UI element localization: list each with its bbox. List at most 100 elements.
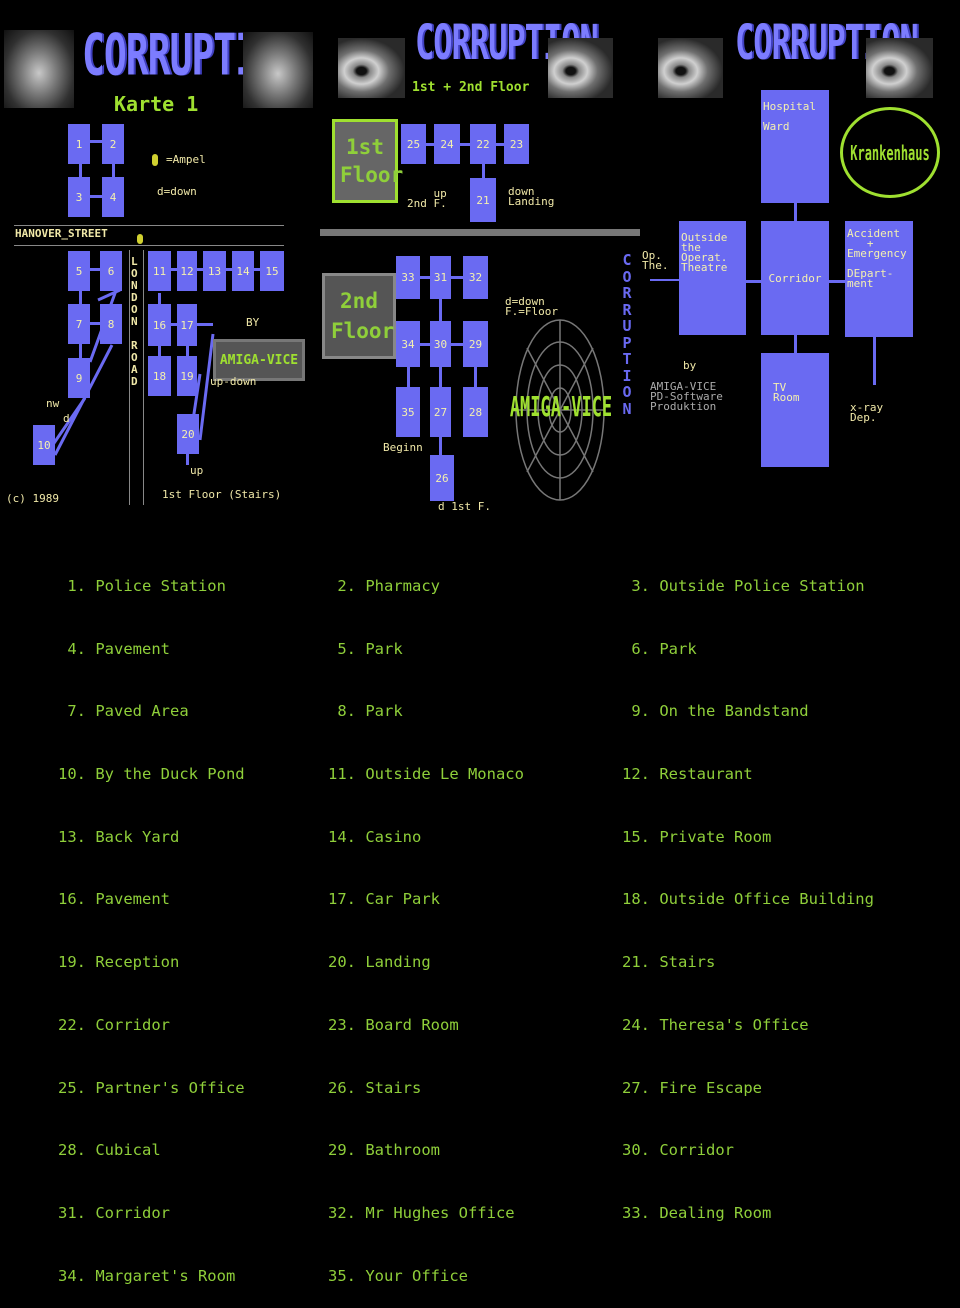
floor-divider [320,229,640,236]
legend-item: 13. Back Yard [58,827,180,846]
connector [829,280,845,283]
legend-item: 31. Corridor [58,1204,170,1222]
room-3: 3 [68,177,90,217]
legend-item: 18. Outside Office Building [622,890,874,909]
connector [186,453,189,465]
legend-item: 5. Park [328,639,403,658]
vertical-title: CORRUPTION [622,251,632,418]
op-theatre-label: Op. The. [642,249,669,272]
legend-item: 23. Board Room [328,1015,459,1034]
xray-label: x-ray Dep. [850,401,884,424]
floor1-badge: 1st Floor [332,119,403,203]
outside-operating-theatre: Outside the Operat. Theatre [679,221,746,335]
krankenhaus-sign: Krankenhaus [840,107,940,198]
hospital-ward: Hospital Ward [761,90,829,203]
legend-item: 28. Cubical [58,1141,161,1160]
connector [226,268,232,271]
legend-item: 21. Stairs [622,953,716,972]
room-33: 33 [396,256,420,299]
legend-item: 2. Pharmacy [328,576,440,595]
room-27: 27 [430,387,451,437]
room-12: 12 [177,251,197,291]
connector [794,203,797,221]
down-landing-label: down Landing [508,185,555,208]
connector [197,268,203,271]
by-label: BY [246,316,260,329]
legend-item: 24. Theresa's Office [622,1015,809,1034]
portrait-left [4,30,74,108]
connector [650,279,679,281]
connector [186,345,189,357]
room-23: 23 [504,124,529,164]
room-14: 14 [232,251,254,291]
room-19: 19 [177,356,197,396]
target-graphic [515,319,605,501]
room-9: 9 [68,358,90,398]
connector [873,337,876,385]
room-26: 26 [430,455,454,501]
portrait-right [243,32,313,108]
legend-item: 33. Dealing Room [622,1204,772,1222]
legend-item: 15. Private Room [622,827,772,846]
connector [746,280,761,283]
road-line-right [143,250,144,505]
room-32: 32 [463,256,488,299]
eye-right-icon [548,38,613,98]
credits-label: AMIGA-VICE PD-Software Produktion [650,380,723,413]
legend-item: 3. Outside Police Station [622,576,865,595]
room-4: 4 [102,177,124,217]
connector [90,322,100,325]
legend-col3: 3. Outside Police Station 6. Park 9. On … [622,534,874,1245]
room-13: 13 [203,251,226,291]
floor-legend: d=down F.=Floor [505,295,558,318]
room-7: 7 [68,304,90,344]
connector [197,323,213,326]
nw-label: nw [46,397,60,410]
legend-item: 1. Police Station [58,576,226,595]
legend-item: 9. On the Bandstand [622,702,809,721]
connector [90,140,104,143]
floor2-badge: 2nd Floor [322,273,396,359]
connector [439,299,442,321]
connector [474,367,477,387]
room-15: 15 [260,251,284,291]
connector [90,268,100,271]
legend-item: 27. Fire Escape [622,1078,762,1097]
room-29: 29 [463,321,488,367]
hospital-corridor: Corridor [761,221,829,335]
map2-subtitle: 1st + 2nd Floor [412,80,530,95]
room-28: 28 [463,387,488,437]
beginn-label: Beginn [383,441,423,454]
legend-item: 6. Park [622,639,697,658]
d-label: d [63,412,70,425]
legend-item: 30. Corridor [622,1141,734,1160]
room-34: 34 [396,321,420,367]
connector [439,367,442,387]
legend-item: 4. Pavement [58,639,170,658]
connector [254,268,260,271]
connector [79,163,82,177]
ampel-legend: =Ampel [166,153,206,166]
copyright: (c) 1989 [6,492,59,505]
road-line-left [129,250,130,505]
legend-item: 22. Corridor [58,1015,170,1034]
connector [439,437,442,455]
room-18: 18 [148,356,171,396]
street-line-top [14,225,284,226]
tv-room: TV Room [761,353,829,467]
connector [112,163,115,177]
legend-item: 10. By the Duck Pond [58,764,245,783]
legend-item: 17. Car Park [328,890,440,909]
connector [79,290,82,304]
room-5: 5 [68,251,90,291]
updown-label: up-down [210,375,257,388]
up-label: up [190,464,204,477]
room-1: 1 [68,124,90,164]
connector [426,143,434,146]
accident-emergency: Accident + Emergency DEpart- ment [845,221,913,337]
connector [79,342,82,360]
legend-item: 25. Partner's Office [58,1078,245,1097]
street-line-bottom [14,245,284,246]
amiga-vice-badge: AMIGA-VICE [213,339,305,381]
connector [482,164,485,178]
